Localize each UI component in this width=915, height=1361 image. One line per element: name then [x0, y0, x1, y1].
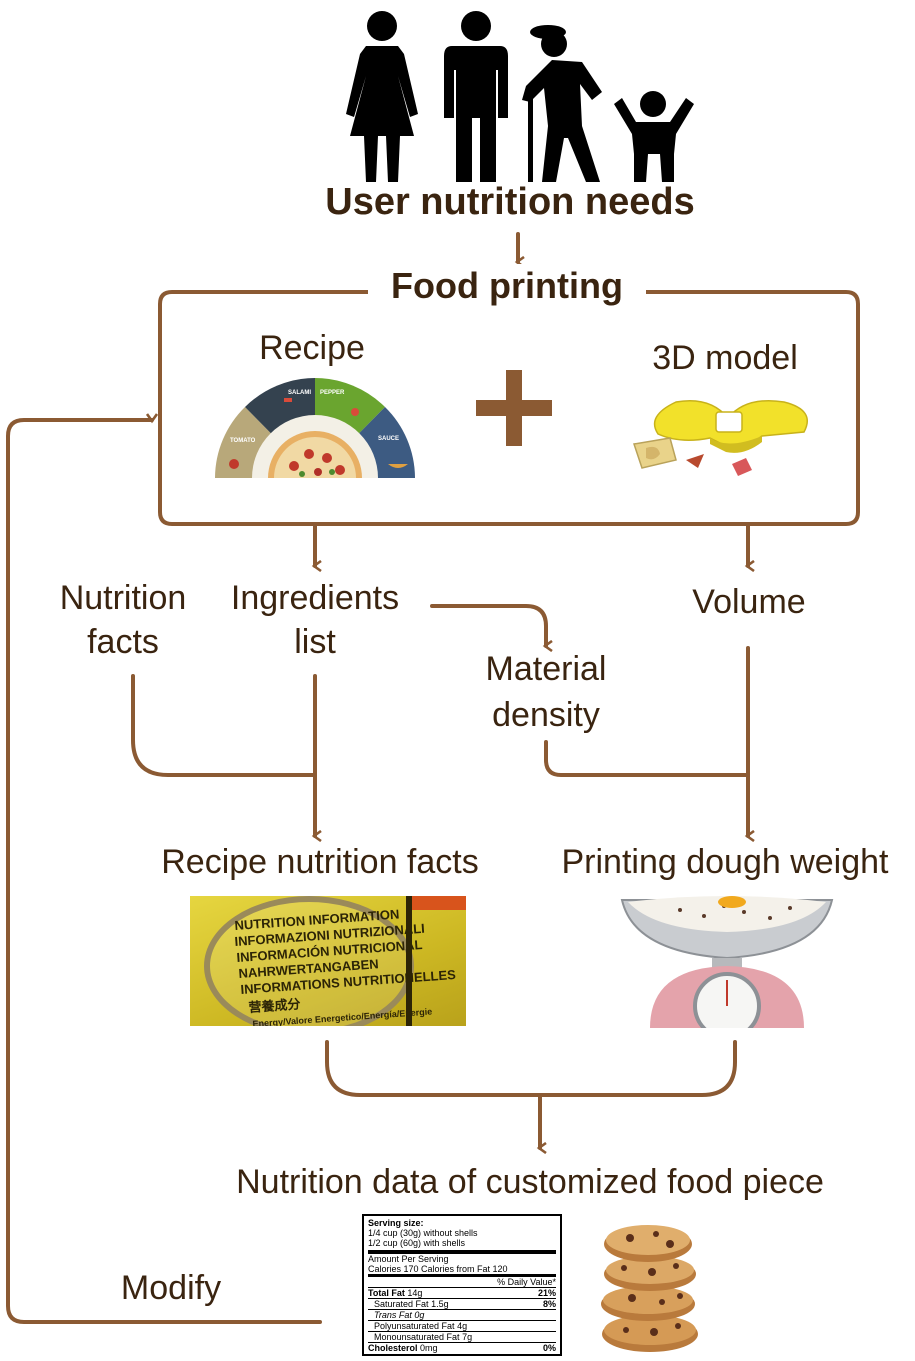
- nutrient-name: Total Fat 14g: [368, 1288, 422, 1298]
- material-density-label: Material density: [485, 650, 607, 734]
- nutrient-row: Cholesterol 0mg 0%: [368, 1342, 556, 1353]
- nutrient-amount: 7g: [462, 1332, 473, 1342]
- modify-label: Modify: [120, 1269, 222, 1307]
- daily-value-header-text: % Daily Value*: [497, 1277, 556, 1287]
- nutrient-amount: 0mg: [420, 1343, 438, 1353]
- nutrient-row: Total Fat 14g 21%: [368, 1287, 556, 1298]
- nutrient-amount: 1.5g: [431, 1299, 449, 1309]
- nutrient-row: Polyunsaturated Fat 4g: [368, 1320, 556, 1331]
- nutrient-name: Cholesterol 0mg: [368, 1343, 438, 1353]
- plus-icon: [476, 370, 552, 446]
- calories-line: Calories 170 Calories from Fat 120: [368, 1264, 508, 1274]
- food-printing-title: Food printing: [368, 264, 646, 308]
- arrow-to-density: [430, 604, 546, 646]
- 3d-model-label: 3D model: [652, 339, 798, 377]
- nutrient-name: Trans Fat 0g: [368, 1310, 424, 1320]
- recipe-segment-pepper-label: PEPPER: [320, 390, 345, 396]
- child-icon: [614, 91, 694, 182]
- nutrition-information-photo: NUTRITION INFORMATION INFORMAZIONI NUTRI…: [190, 896, 466, 1026]
- nutrient-amount: 14g: [407, 1288, 423, 1298]
- nutrient-label: Trans Fat: [374, 1310, 412, 1320]
- nutrition-facts-table: Serving size: 1/4 cup (30g) without shel…: [362, 1214, 562, 1356]
- serving-size-title: Serving size:: [368, 1218, 424, 1228]
- result-label: Nutrition data of customized food piece: [236, 1163, 824, 1201]
- recipe-segment-tomato-label: TOMATO: [230, 438, 256, 444]
- connector-density: [544, 740, 750, 777]
- recipe-nutrition-facts-label: Recipe nutrition facts: [161, 843, 479, 881]
- 3d-model-shapes: [633, 399, 808, 476]
- nutrient-label: Total Fat: [368, 1288, 405, 1298]
- nutrition-facts-label: Nutrition facts: [59, 579, 187, 661]
- amount-per-serving: Amount Per Serving: [368, 1250, 556, 1264]
- nutrient-name: Polyunsaturated Fat 4g: [368, 1321, 467, 1331]
- connector-nutrition-facts: [131, 674, 317, 777]
- nutrient-label: Cholesterol: [368, 1343, 418, 1353]
- nutrient-row: Monounsaturated Fat 7g: [368, 1331, 556, 1342]
- serving-line: 1/4 cup (30g) without shells: [368, 1228, 478, 1238]
- elderly-man-icon: [522, 25, 602, 182]
- volume-label: Volume: [692, 583, 806, 621]
- recipe-label: Recipe: [259, 329, 365, 367]
- nutrient-row: Trans Fat 0g: [368, 1309, 556, 1320]
- recipe-pizza-chart: TOMATO SALAMI PEPPER SAUCE: [215, 378, 415, 478]
- ingredients-list-label: Ingredients list: [230, 579, 400, 661]
- recipe-segment-salami-label: SALAMI: [288, 390, 311, 396]
- nutrient-daily-value: 8%: [542, 1299, 556, 1309]
- recipe-segment-sauce-label: SAUCE: [378, 436, 399, 442]
- nutrient-daily-value: 21%: [537, 1288, 556, 1298]
- nutrient-label: Polyunsaturated Fat: [374, 1321, 455, 1331]
- cookies-icon: [601, 1225, 698, 1352]
- printing-dough-weight-label: Printing dough weight: [561, 843, 889, 881]
- merge-connector: [325, 1040, 737, 1097]
- woman-icon: [346, 11, 418, 182]
- nutrient-amount: 0g: [414, 1310, 425, 1320]
- modify-loop: [6, 420, 322, 1324]
- kitchen-scale-icon: [620, 896, 834, 1028]
- nutrient-daily-value: 0%: [542, 1343, 556, 1353]
- user-nutrition-needs-title: User nutrition needs: [325, 181, 695, 223]
- nutrient-label: Monounsaturated Fat: [374, 1332, 460, 1342]
- nutrient-label: Saturated Fat: [374, 1299, 429, 1309]
- man-icon: [444, 11, 508, 182]
- nutrient-amount: 4g: [457, 1321, 468, 1331]
- food-printing-frame: [158, 290, 860, 526]
- serving-line: 1/2 cup (60g) with shells: [368, 1238, 466, 1248]
- nutrient-row: Saturated Fat 1.5g 8%: [368, 1298, 556, 1309]
- nutrient-name: Saturated Fat 1.5g: [368, 1299, 449, 1309]
- nutrient-name: Monounsaturated Fat 7g: [368, 1332, 472, 1342]
- people-icons: [346, 11, 694, 182]
- daily-value-header: % Daily Value*: [368, 1274, 556, 1287]
- nutrient-rows: Total Fat 14g 21% Saturated Fat 1.5g 8% Tran…: [368, 1287, 556, 1353]
